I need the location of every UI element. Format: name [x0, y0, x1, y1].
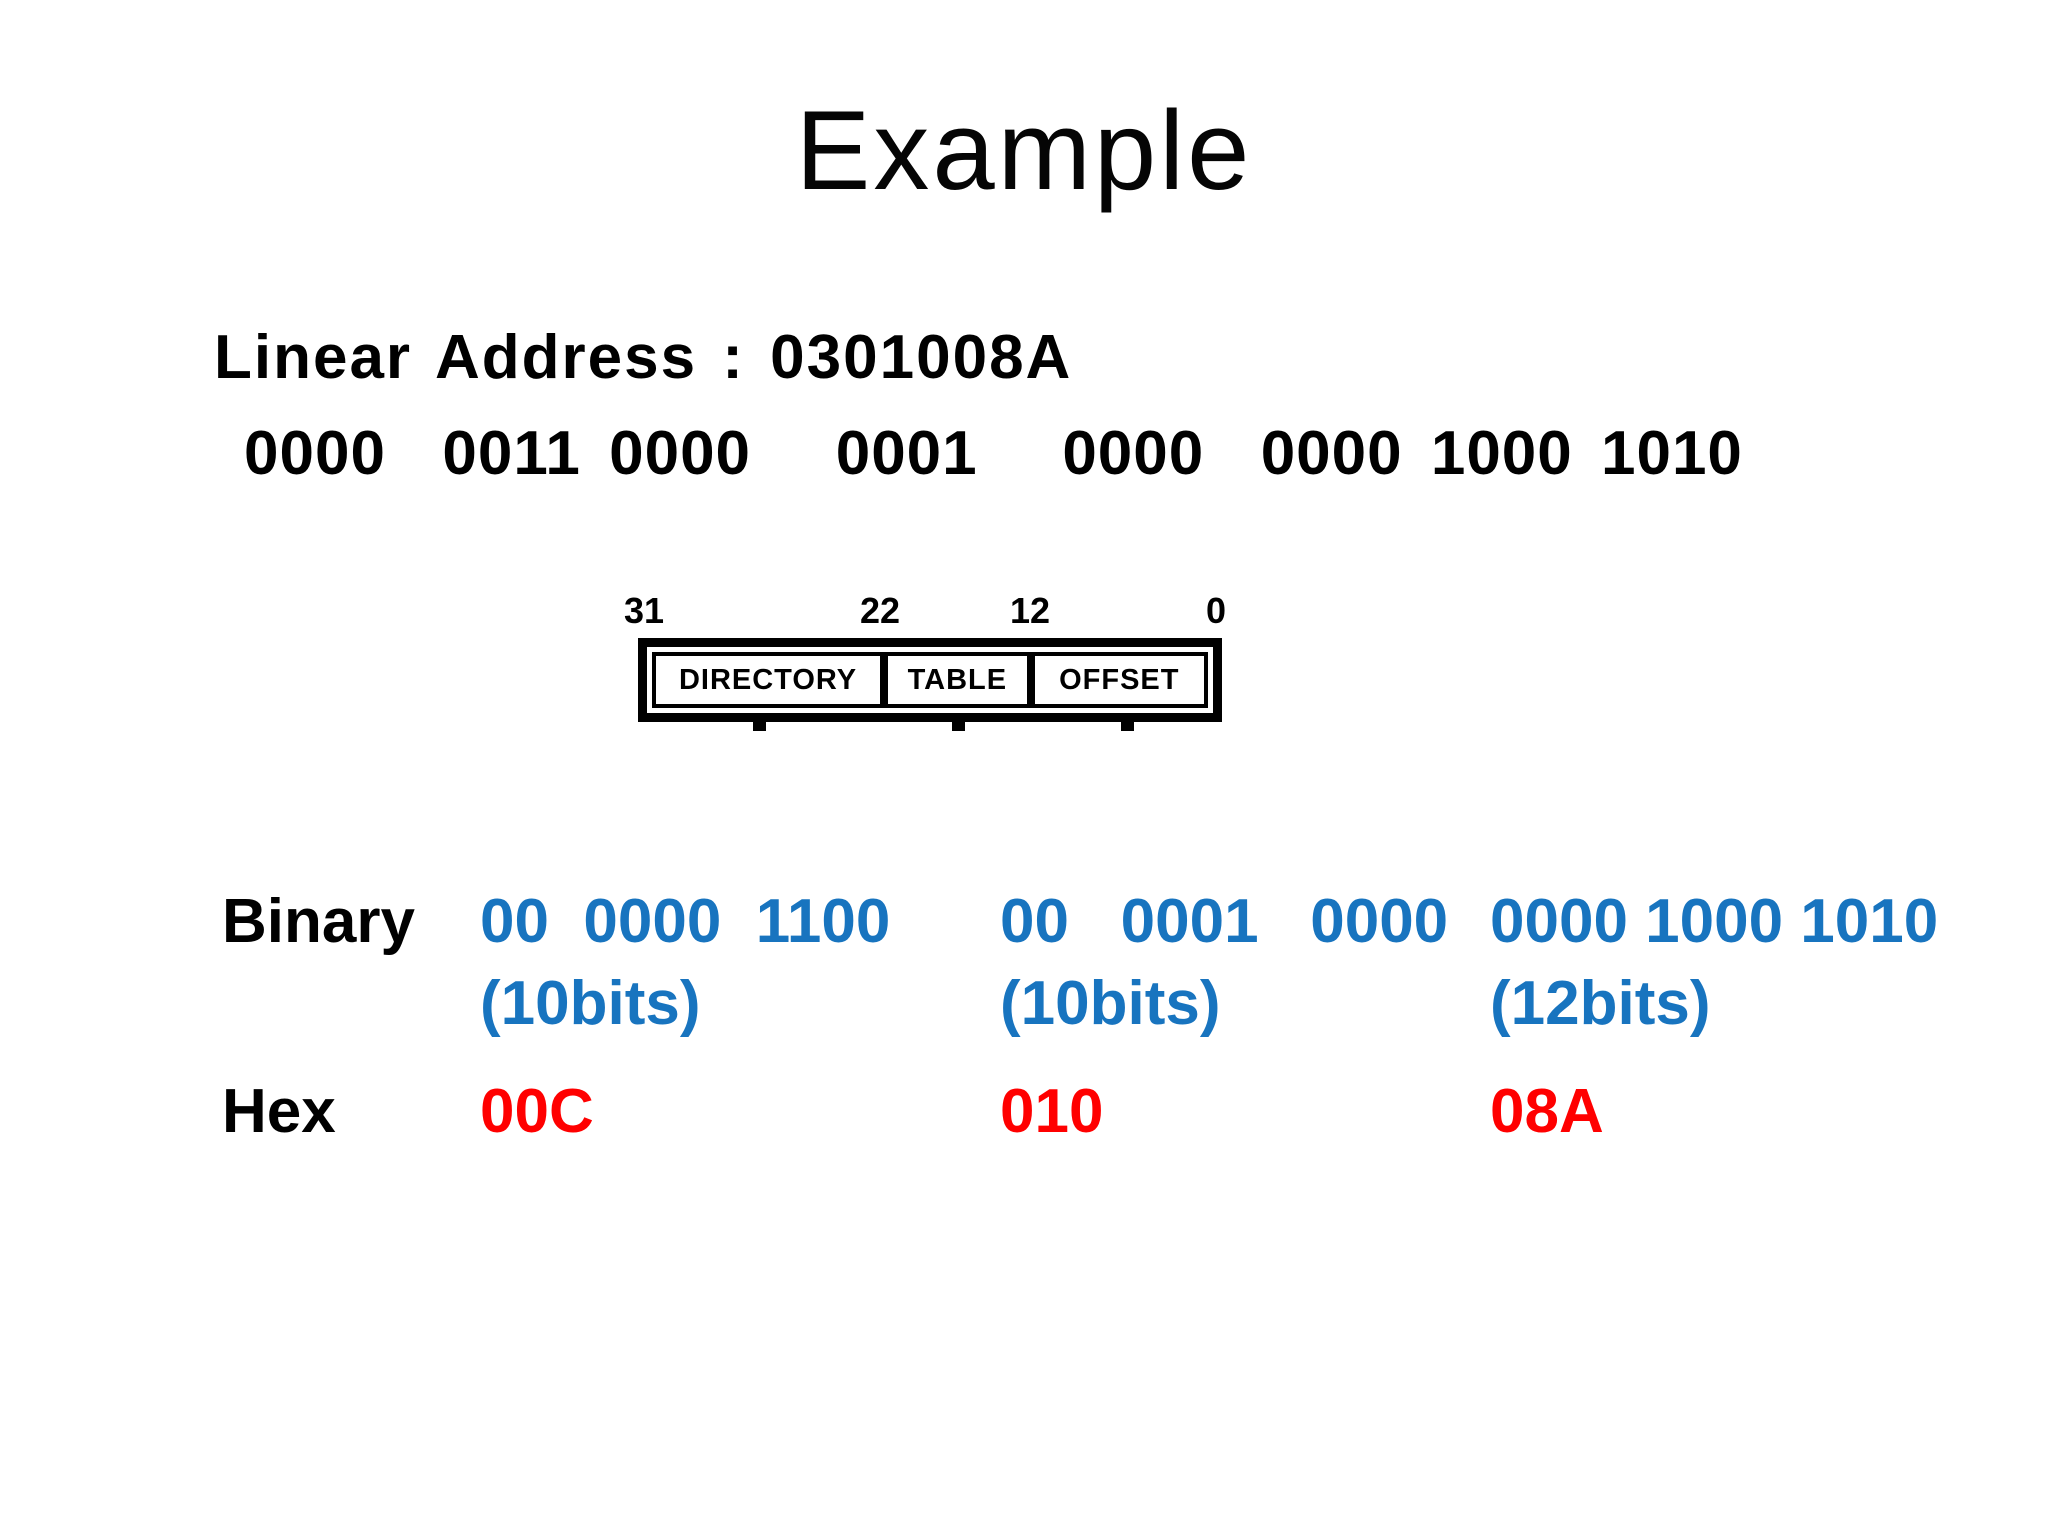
binary-value-offset: 0000 1000 1010 — [1490, 887, 1939, 956]
bits-count-table: (10bits) — [1000, 969, 1221, 1038]
page-title: Example — [795, 88, 1253, 213]
tick-mark — [753, 722, 766, 731]
hex-row-label: Hex — [222, 1077, 336, 1146]
binary-row-label: Binary — [222, 887, 415, 956]
tick-mark — [952, 722, 965, 731]
binary-value-directory: 00 0000 1100 — [480, 887, 891, 956]
field-cell-table: TABLE — [884, 652, 1031, 708]
linear-address-line: Linear Address : 0301008A — [214, 323, 1073, 392]
bit-label-22: 22 — [860, 590, 901, 631]
bit-label-0: 0 — [1206, 590, 1227, 631]
field-cell-offset: OFFSET — [1030, 652, 1208, 708]
hex-value-directory: 00C — [480, 1077, 594, 1146]
field-box: DIRECTORY TABLE OFFSET — [638, 638, 1222, 731]
bit-label-12: 12 — [1010, 590, 1051, 631]
bits-count-offset: (12bits) — [1490, 969, 1711, 1038]
hex-value-table: 010 — [1000, 1077, 1104, 1146]
bit-label-31: 31 — [624, 590, 665, 631]
tick-mark — [1121, 722, 1134, 731]
hex-value-offset: 08A — [1490, 1077, 1604, 1146]
binary-value-table: 00 0001 0000 — [1000, 887, 1449, 956]
bit-position-labels: 31 22 12 0 — [624, 590, 1226, 634]
address-structure-diagram: 31 22 12 0 DIRECTORY TABLE OFFSET — [624, 590, 1226, 731]
bits-count-directory: (10bits) — [480, 969, 701, 1038]
binary-expansion-line: 0000 0011 0000 0001 0000 0000 1000 1010 — [244, 419, 1743, 488]
field-cell-directory: DIRECTORY — [652, 652, 885, 708]
